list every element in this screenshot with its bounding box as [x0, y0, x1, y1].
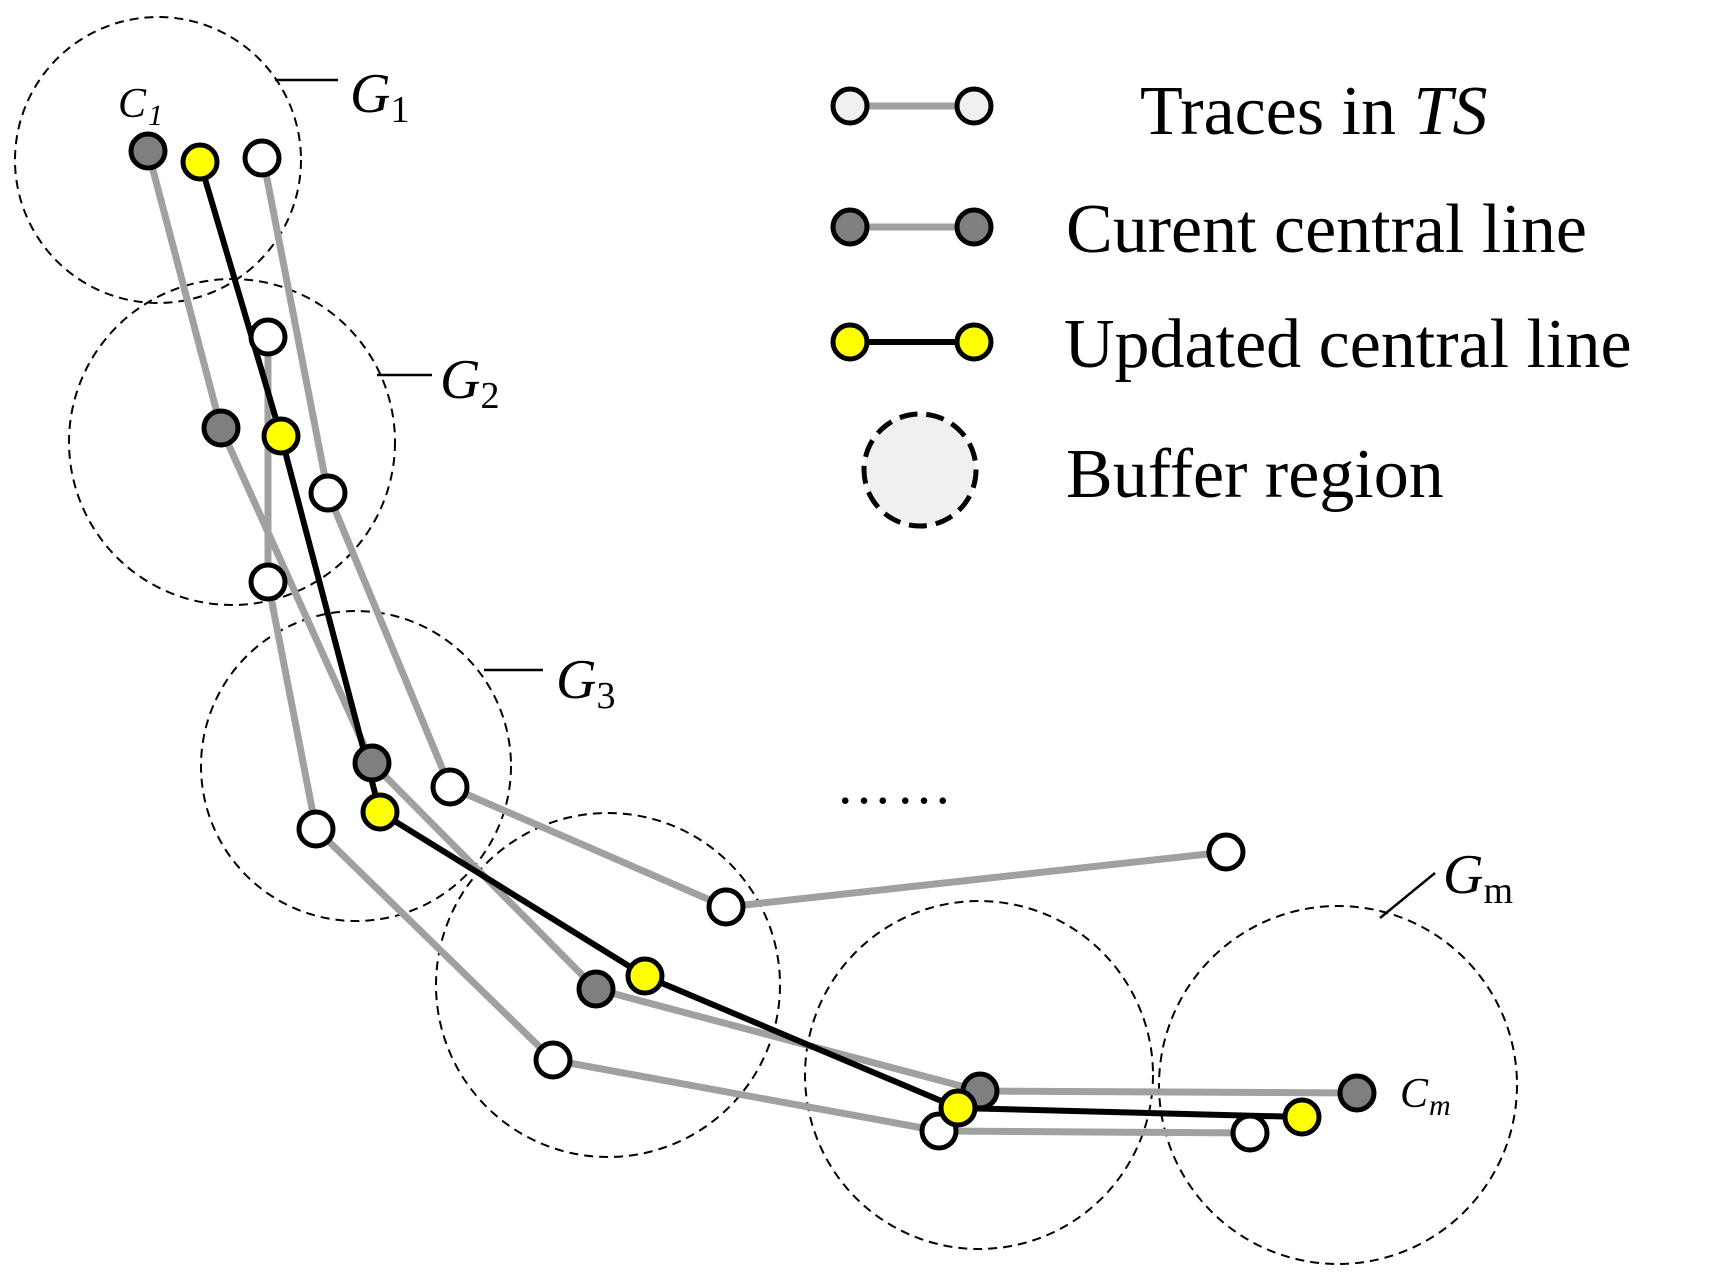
- updated-central-line: [197, 159, 1305, 1120]
- legend-current-label: Curent central line: [1066, 191, 1587, 268]
- group-label-leaders: [275, 78, 1436, 919]
- buffer-region-gm: [1158, 905, 1518, 1265]
- trace-point: [706, 887, 746, 927]
- trace-lines: [144, 147, 1361, 1137]
- trace-point: [248, 562, 288, 602]
- current-central-point: [576, 969, 616, 1009]
- updated-central-points: [180, 142, 1322, 1137]
- legend-updated-point-right: [954, 322, 994, 362]
- legend-current-point-left: [830, 207, 870, 247]
- updated-central-point: [261, 416, 301, 456]
- label-g2: G2: [440, 349, 499, 417]
- leader-gm: [1379, 872, 1436, 919]
- trace-point: [1230, 1113, 1270, 1153]
- trace-point: [1206, 832, 1246, 872]
- trace-point: [242, 138, 282, 178]
- updated-central-point: [360, 792, 400, 832]
- current-central-points: [128, 131, 1377, 1113]
- trace-point: [533, 1040, 573, 1080]
- legend-updated-label: Updated central line: [1064, 306, 1632, 383]
- legend-buffer-label: Buffer region: [1066, 436, 1444, 513]
- trace-line-2: [264, 333, 1254, 1137]
- legend-updated: Updated central line: [830, 306, 1632, 383]
- label-c1: C1: [118, 81, 163, 132]
- updated-central-point: [180, 142, 220, 182]
- legend-traces-point-left: [830, 86, 870, 126]
- current-central-point: [352, 743, 392, 783]
- legend-buffer: Buffer region: [861, 411, 1444, 529]
- updated-central-point: [625, 956, 665, 996]
- legend-current: Curent central line: [830, 191, 1587, 268]
- legend-updated-point-left: [830, 322, 870, 362]
- current-central-point: [128, 131, 168, 171]
- legend-traces-point-right: [954, 86, 994, 126]
- label-g3: G3: [556, 649, 615, 717]
- label-g1: G1: [350, 63, 409, 131]
- label-cm: Cm: [1400, 1071, 1451, 1122]
- legend-buffer-swatch: [861, 411, 979, 529]
- legend-traces-label: Traces in TS: [1140, 73, 1487, 150]
- trace-point: [296, 809, 336, 849]
- current-central-point: [201, 408, 241, 448]
- legend: Traces in TS Curent central line Updated…: [830, 73, 1632, 529]
- trace-point: [430, 767, 470, 807]
- buffer-region-g1: [14, 16, 302, 304]
- buffer-region-g3: [200, 610, 512, 922]
- trace-point: [308, 473, 348, 513]
- current-central-point: [1337, 1073, 1377, 1113]
- trace-points: [242, 138, 1270, 1153]
- updated-central-point: [1282, 1097, 1322, 1137]
- trace-point: [248, 317, 288, 357]
- legend-current-point-right: [954, 207, 994, 247]
- buffer-region-g5: [804, 900, 1154, 1250]
- label-gm: Gm: [1443, 844, 1513, 912]
- continuation-ellipsis: ……: [836, 754, 956, 816]
- updated-central-point: [938, 1088, 978, 1128]
- buffer-region-g4: [435, 812, 781, 1158]
- legend-traces: Traces in TS: [830, 73, 1487, 150]
